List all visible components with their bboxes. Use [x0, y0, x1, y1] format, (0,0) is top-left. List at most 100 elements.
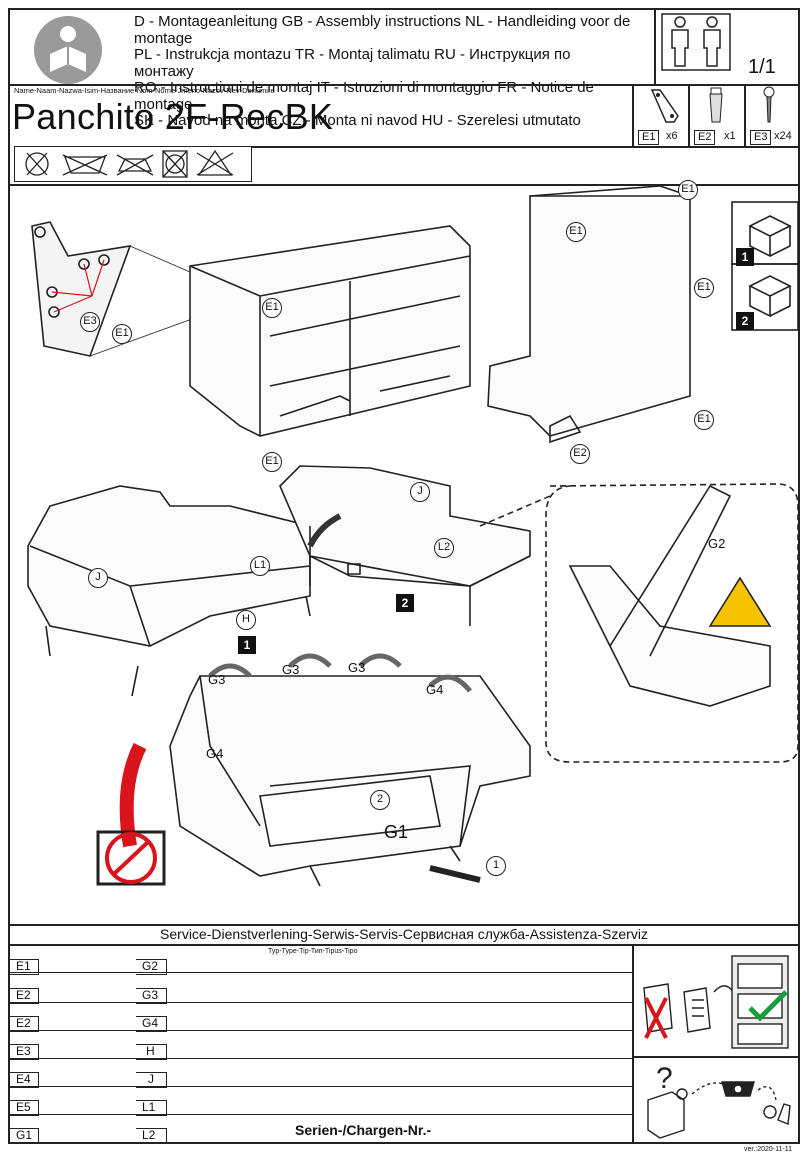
divider [8, 84, 800, 86]
type-label: Typ-Type-Tip-Тип-Tipus-Tipo [268, 948, 358, 955]
divider [632, 1056, 800, 1058]
code-box [136, 1016, 167, 1032]
phone-service-icon: ? [647, 1062, 791, 1139]
code-box [8, 959, 39, 975]
divider [252, 146, 800, 148]
label-g4: G4 [426, 682, 444, 697]
label-g3: G3 [282, 662, 300, 677]
row-line [8, 1002, 632, 1003]
service-code: E3 [16, 1044, 31, 1058]
two-person-icon [661, 13, 731, 71]
package-1: 1 [736, 248, 754, 266]
code-box [136, 988, 167, 1004]
row-line [8, 1114, 632, 1115]
label-l1: L1 [250, 556, 270, 576]
serial-label: Serien-/Chargen-Nr.- [295, 1122, 432, 1138]
service-code: E4 [16, 1072, 31, 1086]
bracket-icon [650, 89, 679, 123]
service-code: G1 [16, 1128, 33, 1142]
label-e1: E1 [694, 410, 714, 430]
part-code: E3 [750, 130, 772, 145]
code-box [8, 1128, 39, 1144]
service-code: G2 [142, 959, 159, 973]
label-e3: E3 [80, 312, 100, 332]
page-number: 1/1 [748, 56, 776, 78]
divider [8, 184, 800, 186]
part-code: E2 [694, 130, 716, 145]
label-g3: G3 [208, 672, 226, 687]
read-manual-icon [34, 16, 102, 84]
label-e1: E1 [566, 222, 586, 242]
label-j: J [88, 568, 108, 588]
label-e2: E2 [570, 444, 590, 464]
service-title: Service-Dienstverlening-Serwis-Servis-Се… [160, 926, 648, 942]
service-code: H [146, 1044, 155, 1058]
service-code: E1 [16, 959, 31, 973]
code-box [136, 1128, 167, 1144]
row-line [8, 1030, 632, 1031]
language-line: RO - Instructiuni de montaj IT - Istruzi… [134, 79, 594, 113]
language-list: D - Montageanleitung GB - Assembly instr… [134, 13, 634, 130]
divider [744, 84, 746, 146]
language-line: D - Montageanleitung GB - Assembly instr… [134, 13, 631, 47]
divider [632, 944, 634, 1144]
part-qty: x6 [666, 130, 678, 142]
label-e1: E1 [262, 452, 282, 472]
divider [688, 84, 690, 146]
service-code: J [148, 1072, 154, 1086]
code-box [8, 1044, 39, 1060]
box-1: 1 [238, 636, 256, 654]
svg-text:?: ? [656, 1062, 673, 1095]
service-code: E2 [16, 1016, 31, 1030]
code-box [136, 1100, 167, 1116]
page-frame [8, 8, 800, 1144]
service-code: L1 [142, 1100, 156, 1114]
box-2: 2 [396, 594, 414, 612]
label-l2: L2 [434, 538, 454, 558]
label-e1: E1 [678, 180, 698, 200]
service-code: E2 [16, 988, 31, 1002]
label-g1: G1 [384, 822, 409, 842]
code-box [136, 959, 167, 975]
code-box [8, 1016, 39, 1032]
assembly-diagram [27, 186, 798, 887]
label-e1: E1 [112, 324, 132, 344]
row-line [8, 972, 632, 973]
step-2: 2 [370, 790, 390, 810]
part-code: E1 [638, 130, 660, 145]
service-code: E5 [16, 1100, 31, 1114]
part-qty: x1 [724, 130, 736, 142]
row-line [8, 1086, 632, 1087]
label-e1: E1 [262, 298, 282, 318]
service-code: L2 [142, 1128, 156, 1142]
foot-icon [709, 87, 723, 123]
divider [654, 8, 656, 84]
model-title: Panchito 2F-RecBK [12, 96, 334, 137]
label-e1: E1 [694, 278, 714, 298]
code-box [8, 1072, 39, 1088]
document-filing-icon [643, 955, 789, 1049]
care-icons [25, 149, 234, 178]
divider [8, 924, 800, 926]
divider [8, 944, 800, 946]
step-1: 1 [486, 856, 506, 876]
part-qty: x24 [774, 130, 792, 142]
parts-panel [632, 84, 800, 146]
code-box [8, 1100, 39, 1116]
name-label: Name-Naam-Nazwa-Isim-Название-Nom-Nome-J… [14, 86, 275, 95]
code-box [136, 1072, 167, 1088]
language-line: PL - Instrukcja montazu TR - Montaj tali… [134, 46, 571, 80]
label-h: H [236, 610, 256, 630]
code-box [8, 988, 39, 1004]
service-code: G3 [142, 988, 159, 1002]
label-j: J [410, 482, 430, 502]
version-label: ver.:2020-11-11 [744, 1146, 792, 1153]
code-box [136, 1044, 167, 1060]
package-2: 2 [736, 312, 754, 330]
label-g4: G4 [206, 746, 224, 761]
label-g2: G2 [708, 536, 726, 551]
label-g3: G3 [348, 660, 366, 675]
service-code: G4 [142, 1016, 159, 1030]
care-symbols [14, 146, 252, 182]
language-line: SK - Navod na monta CZ - Monta ni navod … [134, 112, 581, 129]
